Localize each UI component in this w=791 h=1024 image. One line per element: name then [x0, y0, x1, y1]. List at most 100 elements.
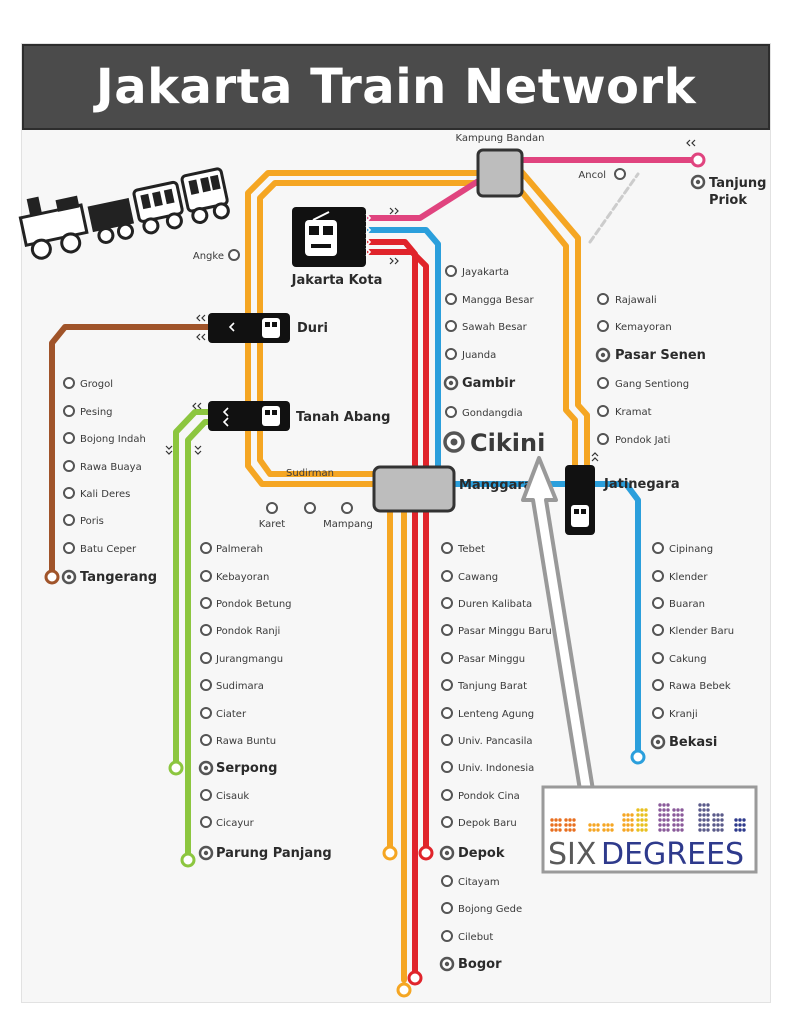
station-bojong-indah[interactable]: Bojong Indah: [63, 432, 146, 445]
station-kebayoran[interactable]: Kebayoran: [200, 570, 269, 583]
station-sudimara[interactable]: Sudimara: [200, 679, 264, 692]
station-label: Sudimara: [216, 681, 264, 692]
station-tanjung-priok[interactable]: Tanjung Priok: [690, 174, 767, 208]
station-pondok-jati[interactable]: Pondok Jati: [597, 433, 670, 446]
station-label: Juanda: [461, 350, 496, 361]
station-rawa-buntu[interactable]: Rawa Buntu: [200, 734, 276, 747]
station-label: Univ. Pancasila: [458, 736, 533, 747]
station-ring-icon: [441, 930, 453, 942]
station-gambir[interactable]: Gambir: [443, 375, 516, 391]
station-palmerah[interactable]: Palmerah: [200, 542, 263, 555]
station-label: Depok Baru: [458, 818, 517, 829]
station-kali-deres[interactable]: Kali Deres: [63, 487, 130, 500]
station-klender-baru[interactable]: Klender Baru: [652, 624, 734, 637]
station-cawang[interactable]: Cawang: [441, 570, 498, 583]
station-grogol[interactable]: Grogol: [63, 377, 113, 390]
station-ring-icon: [441, 624, 453, 636]
station-depok-baru[interactable]: Depok Baru: [441, 816, 517, 829]
station-cipinang[interactable]: Cipinang: [652, 542, 713, 555]
station-bogor[interactable]: Bogor: [439, 956, 502, 972]
station-kranji[interactable]: Kranji: [652, 707, 698, 720]
station-sawah-besar[interactable]: Sawah Besar: [445, 320, 528, 333]
hub-label-kampung-bandan: Kampung Bandan: [456, 133, 545, 144]
station-label: Pondok Cina: [458, 791, 520, 802]
logo-text-degrees: DEGREES: [601, 837, 744, 872]
station-ring-icon: [441, 707, 453, 719]
station-ring-icon: [441, 875, 453, 887]
station-label: Cipinang: [669, 544, 713, 555]
station-pesing[interactable]: Pesing: [63, 405, 113, 418]
station-tebet[interactable]: Tebet: [441, 542, 485, 555]
station-label: Kranji: [669, 709, 698, 720]
station-bojong-gede[interactable]: Bojong Gede: [441, 902, 522, 915]
station-buaran[interactable]: Buaran: [652, 597, 705, 610]
station-rawa-bebek[interactable]: Rawa Bebek: [652, 679, 731, 692]
station-univ-indonesia[interactable]: Univ. Indonesia: [441, 761, 534, 774]
station-citayam[interactable]: Citayam: [441, 875, 500, 888]
station-bekasi[interactable]: Bekasi: [650, 734, 717, 750]
station-label: Pasar Minggu: [458, 654, 525, 665]
station-dot-icon: [600, 352, 606, 358]
manggarai-hub[interactable]: [372, 465, 456, 513]
station-ring-icon: [441, 542, 453, 554]
station-mampang[interactable]: Mampang: [323, 502, 373, 530]
station-juanda[interactable]: Juanda: [445, 348, 496, 361]
station-serpong[interactable]: Serpong: [198, 760, 277, 776]
kampung-bandan-hub[interactable]: [476, 148, 524, 198]
station-poris[interactable]: Poris: [63, 514, 104, 527]
station-label: Sudirman: [286, 468, 334, 479]
station-batu-ceper[interactable]: Batu Ceper: [63, 542, 137, 555]
station-angke[interactable]: Angke: [193, 249, 240, 262]
station-ring-icon: [63, 542, 75, 554]
station-ring-icon: [200, 789, 212, 801]
station-pasar-minggu-baru[interactable]: Pasar Minggu Baru: [441, 624, 552, 637]
station-label: Pondok Ranji: [216, 626, 280, 637]
station-parung-panjang[interactable]: Parung Panjang: [198, 845, 332, 861]
station-cicayur[interactable]: Cicayur: [200, 816, 255, 829]
station-dot-icon: [203, 765, 209, 771]
station-ring-icon: [445, 265, 457, 277]
station-depok[interactable]: Depok: [439, 845, 505, 861]
station-mangga-besar[interactable]: Mangga Besar: [445, 293, 534, 306]
station-ancol[interactable]: Ancol: [578, 168, 626, 181]
station-pasar-senen[interactable]: Pasar Senen: [595, 347, 706, 363]
station-cisauk[interactable]: Cisauk: [200, 789, 249, 802]
station-duren-kalibata[interactable]: Duren Kalibata: [441, 597, 532, 610]
station-gondangdia[interactable]: Gondangdia: [445, 406, 523, 419]
station-karet[interactable]: Karet: [259, 502, 286, 530]
steam-train-icon: [18, 167, 230, 260]
station-rawa-buaya[interactable]: Rawa Buaya: [63, 460, 142, 473]
station-label: Tanjung Barat: [457, 681, 527, 692]
station-jayakarta[interactable]: Jayakarta: [445, 265, 509, 278]
station-cakung[interactable]: Cakung: [652, 652, 707, 665]
station-sudirman[interactable]: Sudirman: [286, 468, 334, 479]
station-cilebut[interactable]: Cilebut: [441, 930, 493, 943]
station-ring-icon: [441, 789, 453, 801]
station-univ-pancasila[interactable]: Univ. Pancasila: [441, 734, 533, 747]
station-lenteng-agung[interactable]: Lenteng Agung: [441, 707, 534, 720]
station-tanjung-barat[interactable]: Tanjung Barat: [441, 679, 527, 692]
station-label: Sawah Besar: [462, 322, 528, 333]
station-rajawali[interactable]: Rajawali: [597, 293, 657, 306]
station-label: Parung Panjang: [216, 846, 332, 861]
station-klender[interactable]: Klender: [652, 570, 708, 583]
station-dot-icon: [203, 850, 209, 856]
station-kemayoran[interactable]: Kemayoran: [597, 320, 672, 333]
station-ring-icon: [200, 597, 212, 609]
station-jurangmangu[interactable]: Jurangmangu: [200, 652, 283, 665]
station-cikini[interactable]: Cikini: [443, 429, 545, 457]
station-label: Cawang: [458, 572, 498, 583]
station-tangerang[interactable]: Tangerang: [61, 569, 157, 585]
station-gang-sentiong[interactable]: Gang Sentiong: [597, 377, 689, 390]
station-pasar-minggu[interactable]: Pasar Minggu: [441, 652, 525, 665]
station-kramat[interactable]: Kramat: [597, 405, 652, 418]
station-label: Mampang: [323, 519, 373, 530]
hub-label-duri: Duri: [297, 321, 328, 336]
station-ciater[interactable]: Ciater: [200, 707, 247, 720]
station-ring-icon: [441, 597, 453, 609]
station-pondok-betung[interactable]: Pondok Betung: [200, 597, 292, 610]
station-dot-icon: [450, 438, 458, 446]
station-pondok-ranji[interactable]: Pondok Ranji: [200, 624, 280, 637]
station-pondok-cina[interactable]: Pondok Cina: [441, 789, 520, 802]
